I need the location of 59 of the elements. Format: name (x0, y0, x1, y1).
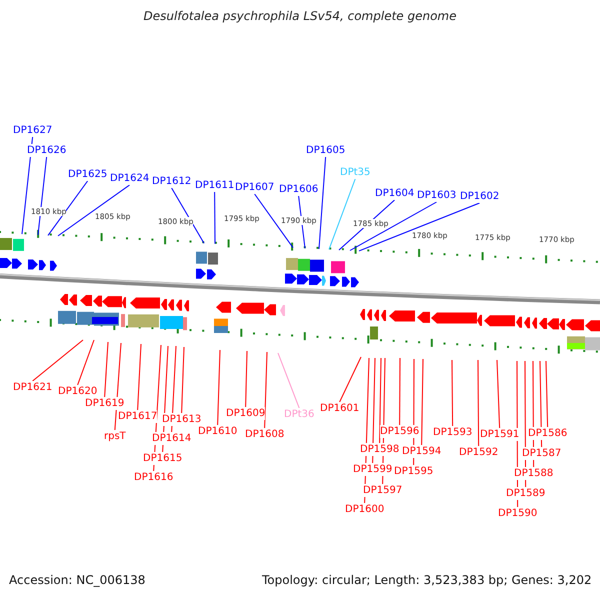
leader-line (372, 358, 376, 464)
leader-line (38, 156, 48, 236)
gene-label: DPt35 (340, 166, 370, 179)
gene-label: DP1591 (480, 428, 520, 441)
gene-label: DP1602 (460, 190, 500, 203)
gene-label: DP1588 (514, 467, 554, 480)
gene-label: DP1613 (162, 413, 202, 426)
gene-label: DP1615 (143, 452, 182, 465)
leader-line (32, 340, 84, 382)
gene-label: DP1596 (380, 425, 420, 438)
leader-line (318, 156, 326, 250)
gene-label: DP1598 (360, 443, 400, 456)
leader-line (328, 178, 356, 250)
gene-label: DP1587 (522, 447, 562, 460)
leader-line (350, 202, 438, 251)
leader-line (264, 352, 268, 428)
gene-label: DP1603 (417, 189, 456, 202)
leader-line (278, 352, 300, 408)
gene-label: DP1619 (85, 397, 124, 410)
leader-line (546, 360, 548, 428)
leader-line (77, 340, 94, 386)
leader-line (245, 350, 248, 408)
leader-line (399, 358, 400, 426)
leader-line (452, 360, 454, 426)
leader-line (104, 342, 108, 398)
gene-label: DP1612 (152, 175, 192, 188)
gene-label: DP1594 (402, 445, 442, 458)
gene-label: DP1625 (68, 168, 108, 181)
gene-label: DP1604 (375, 187, 414, 200)
leader-line (137, 344, 142, 410)
leader-line (339, 356, 362, 402)
leader-line (379, 358, 382, 444)
leader-line (181, 346, 184, 414)
gene-label: DP1614 (152, 432, 192, 445)
leader-line (48, 180, 88, 236)
gene-label: DP1609 (226, 407, 266, 420)
gene-label: DP1597 (363, 484, 402, 497)
accession-text: Accession: NC_006138 (9, 574, 146, 587)
leader-line (496, 360, 500, 428)
map-title: Desulfotalea psychrophila LSv54, complete genome (142, 10, 458, 23)
gene-label: DP1599 (353, 463, 392, 476)
leader-line (478, 360, 480, 446)
leader-line (217, 350, 220, 426)
leader-line (58, 184, 130, 236)
leader-line (171, 188, 204, 244)
leader-line (358, 202, 480, 252)
gene-label: DP1617 (118, 410, 158, 423)
leader-line (254, 194, 294, 248)
gene-label: DP1624 (110, 172, 150, 185)
leader-line (214, 192, 216, 244)
gene-label: DP1586 (528, 427, 568, 440)
leader-line (171, 346, 176, 432)
gene-label: DP1607 (235, 181, 274, 194)
gene-label: DP1626 (27, 144, 66, 157)
gene-label: rpsT (104, 430, 126, 443)
leader-line (421, 358, 424, 446)
genome-stats-text: Topology: circular; Length: 3,523,383 bp; Genes: 3,202 (262, 574, 592, 587)
gene-label: DP1589 (506, 487, 546, 500)
leader-line (22, 136, 34, 235)
